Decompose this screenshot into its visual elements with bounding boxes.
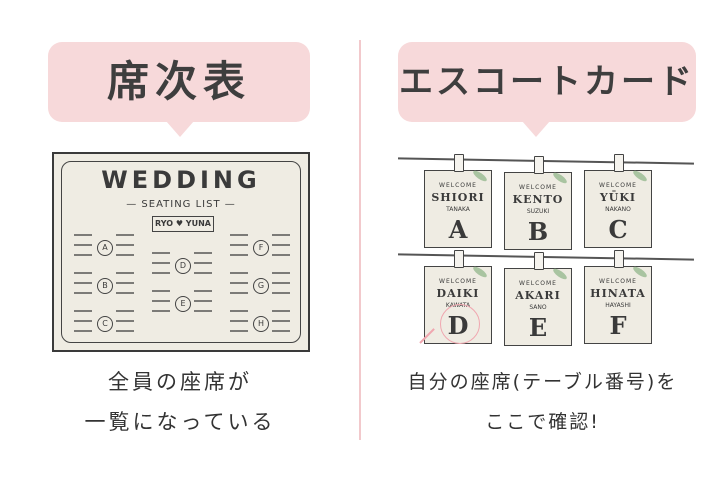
guest-names (152, 252, 170, 280)
table-B: B (74, 272, 136, 300)
table-F: F (230, 234, 292, 262)
rope (398, 157, 694, 165)
welcome-text: WELCOME (439, 278, 477, 285)
clothespin-icon (534, 252, 544, 270)
clothespin-icon (614, 154, 624, 172)
table-D: D (152, 252, 214, 280)
caption-line: ここで確認! (485, 411, 600, 433)
guest-name: DAIKI (436, 287, 480, 300)
guest-surname: SUZUKI (526, 208, 550, 215)
guest-surname: SANO (529, 304, 547, 311)
seating-chart: WEDDING — SEATING LIST — RYO ♥ YUNA A B C D… (52, 152, 310, 352)
escort-card: WELCOME YŪKI NAKANO C (584, 170, 652, 248)
guest-name: AKARI (515, 289, 561, 302)
guest-names (116, 310, 134, 338)
guest-names (230, 272, 248, 300)
table-letter: A (448, 215, 468, 244)
guest-names (116, 272, 134, 300)
seating-list-subtitle: — SEATING LIST — (126, 199, 236, 210)
guest-surname: TANAKA (446, 206, 470, 213)
table-H: H (230, 310, 292, 338)
clothespin-icon (614, 250, 624, 268)
table-G: G (230, 272, 292, 300)
table-label: D (175, 258, 191, 274)
welcome-text: WELCOME (439, 182, 477, 189)
guest-names (194, 252, 212, 280)
couple-names: RYO ♥ YUNA (152, 216, 214, 232)
chart-frame (61, 161, 301, 343)
caption-line: 全員の座席が (108, 370, 252, 394)
guest-names (152, 290, 170, 318)
guest-names (272, 272, 290, 300)
right-caption: 自分の座席(テーブル番号)を ここで確認! (370, 362, 715, 442)
caption-line: 自分の座席(テーブル番号)を (407, 371, 678, 393)
table-letter: C (608, 215, 628, 244)
table-letter: F (609, 311, 627, 340)
table-E: E (152, 290, 214, 318)
guest-name: KENTO (512, 193, 564, 206)
escort-card: WELCOME AKARI SANO E (504, 268, 572, 346)
guest-name: YŪKI (599, 191, 637, 204)
guest-names (230, 234, 248, 262)
table-label: G (253, 278, 269, 294)
escort-card: WELCOME KENTO SUZUKI B (504, 172, 572, 250)
escort-card: WELCOME SHIORI TANAKA A (424, 170, 492, 248)
escort-card: WELCOME HINATA HAYASHI F (584, 266, 652, 344)
highlight-circle (440, 304, 480, 344)
guest-surname: HAYASHI (605, 302, 631, 309)
guest-name: SHIORI (431, 191, 485, 204)
table-label: F (253, 240, 269, 256)
escort-card-title: エスコートカード (399, 62, 695, 102)
table-letter: E (528, 313, 548, 342)
guest-names (74, 234, 92, 262)
clothespin-icon (454, 250, 464, 268)
rope (398, 253, 694, 261)
welcome-text: WELCOME (519, 280, 557, 287)
guest-names (194, 290, 212, 318)
seating-chart-title-bubble: 席次表 (48, 42, 310, 122)
escort-card-title-bubble: エスコートカード (398, 42, 696, 122)
table-letter: B (527, 217, 549, 246)
bubble-tail (522, 121, 550, 137)
guest-names (230, 310, 248, 338)
guest-names (272, 310, 290, 338)
table-label: A (97, 240, 113, 256)
guest-names (116, 234, 134, 262)
clothespin-icon (534, 156, 544, 174)
guest-names (74, 272, 92, 300)
table-label: H (253, 316, 269, 332)
guest-names (74, 310, 92, 338)
table-label: C (97, 316, 113, 332)
divider (359, 40, 361, 440)
welcome-text: WELCOME (519, 184, 557, 191)
guest-name: HINATA (590, 287, 646, 300)
bubble-tail (166, 121, 194, 137)
table-label: E (175, 296, 191, 312)
welcome-text: WELCOME (599, 278, 637, 285)
guest-names (272, 234, 290, 262)
table-C: C (74, 310, 136, 338)
clothespin-icon (454, 154, 464, 172)
table-label: B (97, 278, 113, 294)
guest-surname: NAKANO (605, 206, 631, 213)
wedding-title: WEDDING (101, 166, 261, 194)
seating-chart-title: 席次表 (106, 57, 251, 106)
left-caption: 全員の座席が 一覧になっている (30, 362, 330, 442)
table-A: A (74, 234, 136, 262)
caption-line: 一覧になっている (84, 410, 276, 434)
welcome-text: WELCOME (599, 182, 637, 189)
